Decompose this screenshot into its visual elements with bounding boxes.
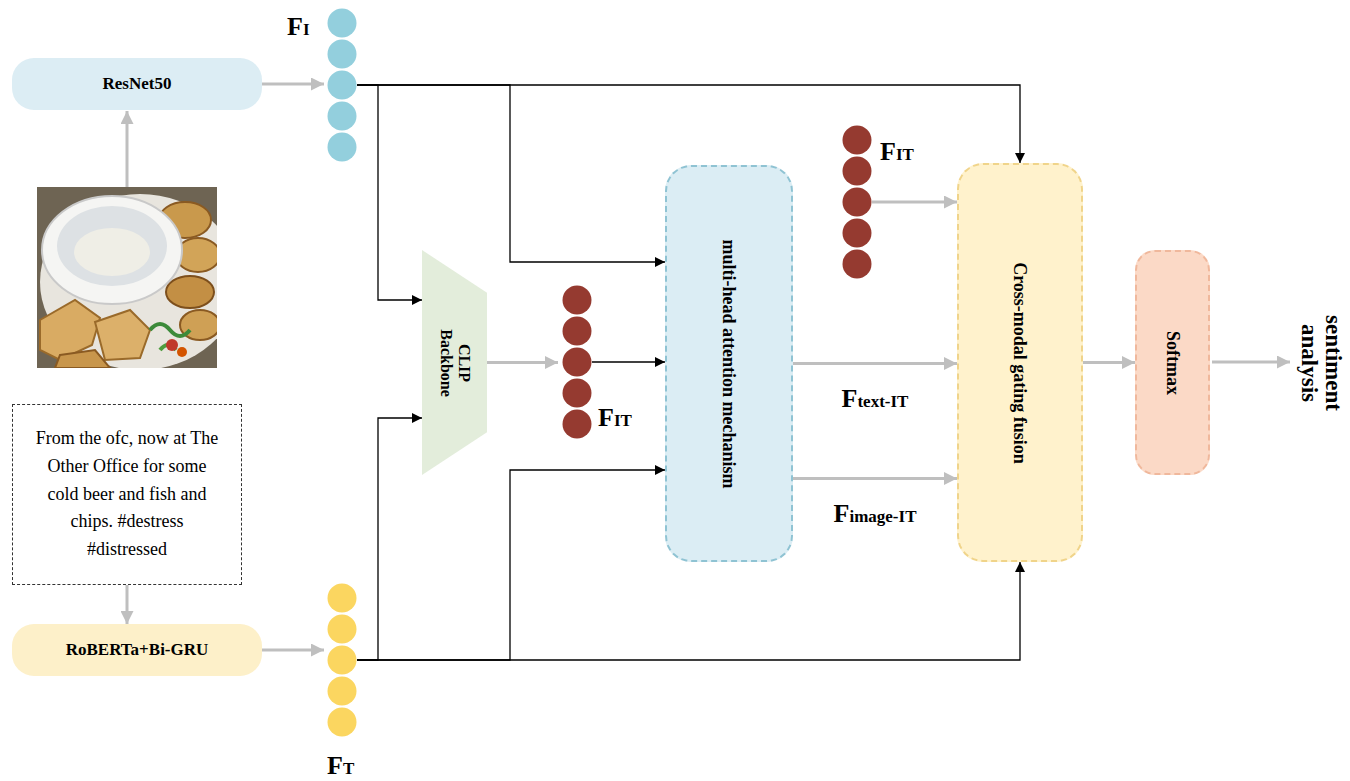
- feature-circle: [843, 126, 872, 155]
- clip-backbone: CLIP Backbone: [422, 250, 487, 475]
- connector-arrow: [357, 85, 1020, 163]
- fusion-box: Cross-modal gating fusion: [957, 163, 1083, 562]
- feature-stack: FIT: [842, 125, 872, 279]
- circle-stack: [842, 125, 872, 279]
- feature-circle: [843, 157, 872, 186]
- box-label: From the ofc, now at The Other Office fo…: [31, 425, 223, 564]
- circle-stack: [327, 583, 357, 737]
- circle-stack: [327, 8, 357, 162]
- output-arrow: [1212, 361, 1290, 364]
- vertical-label: Cross-modal gating fusion: [1010, 262, 1031, 464]
- vertical-label: CLIP Backbone: [436, 329, 473, 397]
- connector-arrow: [1083, 361, 1135, 364]
- feature-stack: FIT: [562, 285, 592, 439]
- connector-arrow: [872, 201, 957, 204]
- feature-circle: [328, 584, 357, 613]
- feature-label: FIT: [880, 137, 914, 167]
- connector-arrow: [793, 362, 957, 365]
- feature-circle: [843, 219, 872, 248]
- feature-stack: FI: [327, 8, 357, 162]
- feature-circle: [328, 708, 357, 737]
- circle-stack: [562, 285, 592, 439]
- trapezoid-outline: [422, 250, 487, 475]
- softmax-box: Softmax: [1135, 250, 1210, 475]
- edge-label: Ftext-IT: [842, 384, 909, 414]
- connector-arrow: [357, 85, 422, 300]
- feature-stack: FT: [327, 583, 357, 737]
- feature-circle: [328, 71, 357, 100]
- feature-circle: [563, 379, 592, 408]
- connector-arrow: [262, 649, 324, 652]
- connector-arrow: [793, 477, 957, 480]
- feature-circle: [843, 188, 872, 217]
- feature-circle: [563, 286, 592, 315]
- vertical-label: multi-head attention mechanism: [719, 239, 740, 488]
- connector-arrow: [357, 85, 665, 262]
- feature-circle: [328, 677, 357, 706]
- feature-circle: [563, 348, 592, 377]
- feature-label: FI: [287, 12, 310, 42]
- encoder-box: RoBERTa+Bi-GRU: [12, 624, 262, 676]
- feature-label: FIT: [598, 403, 632, 433]
- input-arrow: [126, 111, 129, 187]
- feature-circle: [843, 250, 872, 279]
- feature-circle: [328, 40, 357, 69]
- connector-arrow: [126, 585, 129, 624]
- edge-label: Fimage-IT: [834, 499, 917, 529]
- box-label: RoBERTa+Bi-GRU: [12, 640, 262, 660]
- food-photo: [37, 187, 217, 368]
- connector-arrow: [357, 418, 422, 660]
- feature-label: FT: [327, 751, 354, 781]
- output-label-text: sentiment analysis: [1297, 315, 1345, 411]
- encoder-box: ResNet50: [12, 58, 262, 110]
- feature-circle: [328, 133, 357, 162]
- feature-circle: [328, 615, 357, 644]
- feature-circle: [328, 646, 357, 675]
- feature-circle: [563, 317, 592, 346]
- feature-circle: [563, 410, 592, 439]
- connector-arrow: [487, 361, 558, 364]
- connector-arrow: [262, 83, 324, 86]
- attention-box: multi-head attention mechanism: [665, 165, 793, 562]
- feature-circle: [328, 9, 357, 38]
- box-label: ResNet50: [12, 74, 262, 94]
- feature-circle: [328, 102, 357, 131]
- vertical-label: Softmax: [1162, 331, 1183, 395]
- output-label: sentiment analysis: [1296, 300, 1346, 425]
- connector-arrow: [357, 470, 665, 660]
- connector-arrow: [592, 361, 665, 362]
- connector-arrow: [357, 562, 1020, 660]
- input-text-box: From the ofc, now at The Other Office fo…: [12, 404, 242, 585]
